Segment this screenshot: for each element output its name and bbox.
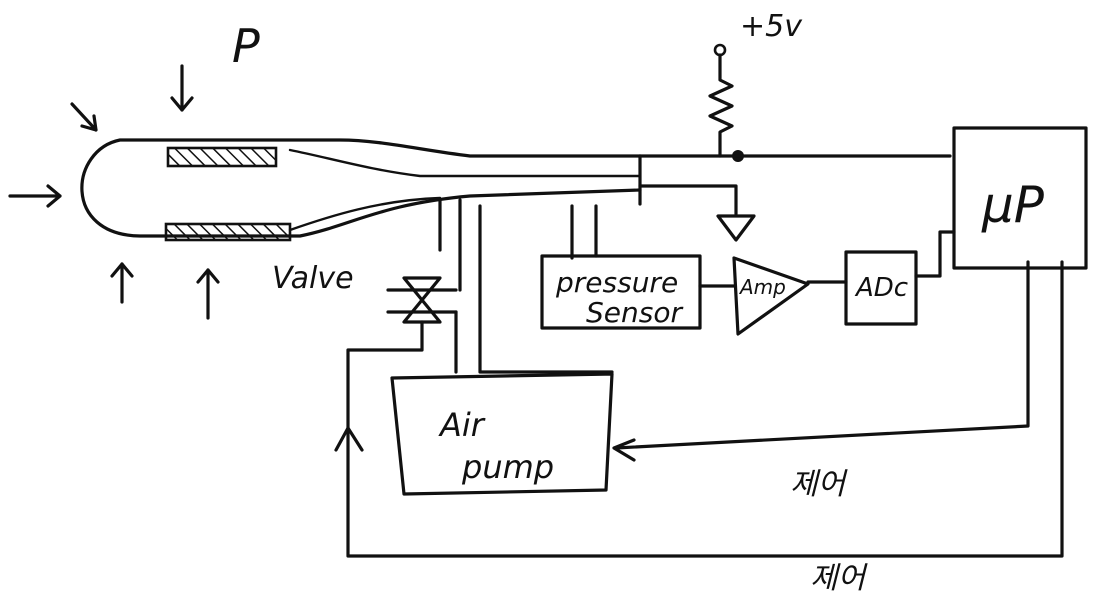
supply-resistor — [708, 43, 744, 162]
adc-label: ADc — [854, 273, 908, 303]
pump-control-line — [614, 260, 1030, 450]
microprocessor-label: μP — [981, 176, 1045, 234]
air-tubes — [438, 198, 614, 374]
valve-label: Valve — [272, 261, 354, 296]
pressure-arrows — [8, 64, 220, 320]
air-pump-label-line2: pump — [461, 448, 554, 486]
lower-electrode — [164, 222, 292, 242]
pressure-sensor-label-line1: pressure — [555, 266, 678, 299]
adc-block — [844, 250, 918, 326]
air-pump-label-line1: Air — [438, 406, 486, 444]
valve-control-arrow — [334, 426, 364, 452]
pump-control-arrow — [612, 438, 636, 462]
amplifier-triangle — [732, 256, 810, 336]
cuff-balloon — [80, 138, 642, 242]
supply-label: +5v — [740, 9, 803, 44]
valve-icon — [346, 260, 1064, 558]
pressure-sensor-label-line2: Sensor — [586, 296, 683, 329]
upper-electrode — [166, 146, 278, 168]
pressure-sensor-block — [540, 254, 702, 330]
microprocessor-block — [952, 126, 1088, 270]
signal-wires — [638, 154, 952, 242]
ground-icon — [716, 214, 756, 242]
air-pump-block — [390, 372, 614, 496]
control-label-lower: 제어 — [810, 561, 869, 596]
control-label-upper: 제어 — [790, 467, 849, 502]
amp-label: Amp — [738, 275, 786, 299]
pressure-symbol: P — [232, 19, 260, 73]
